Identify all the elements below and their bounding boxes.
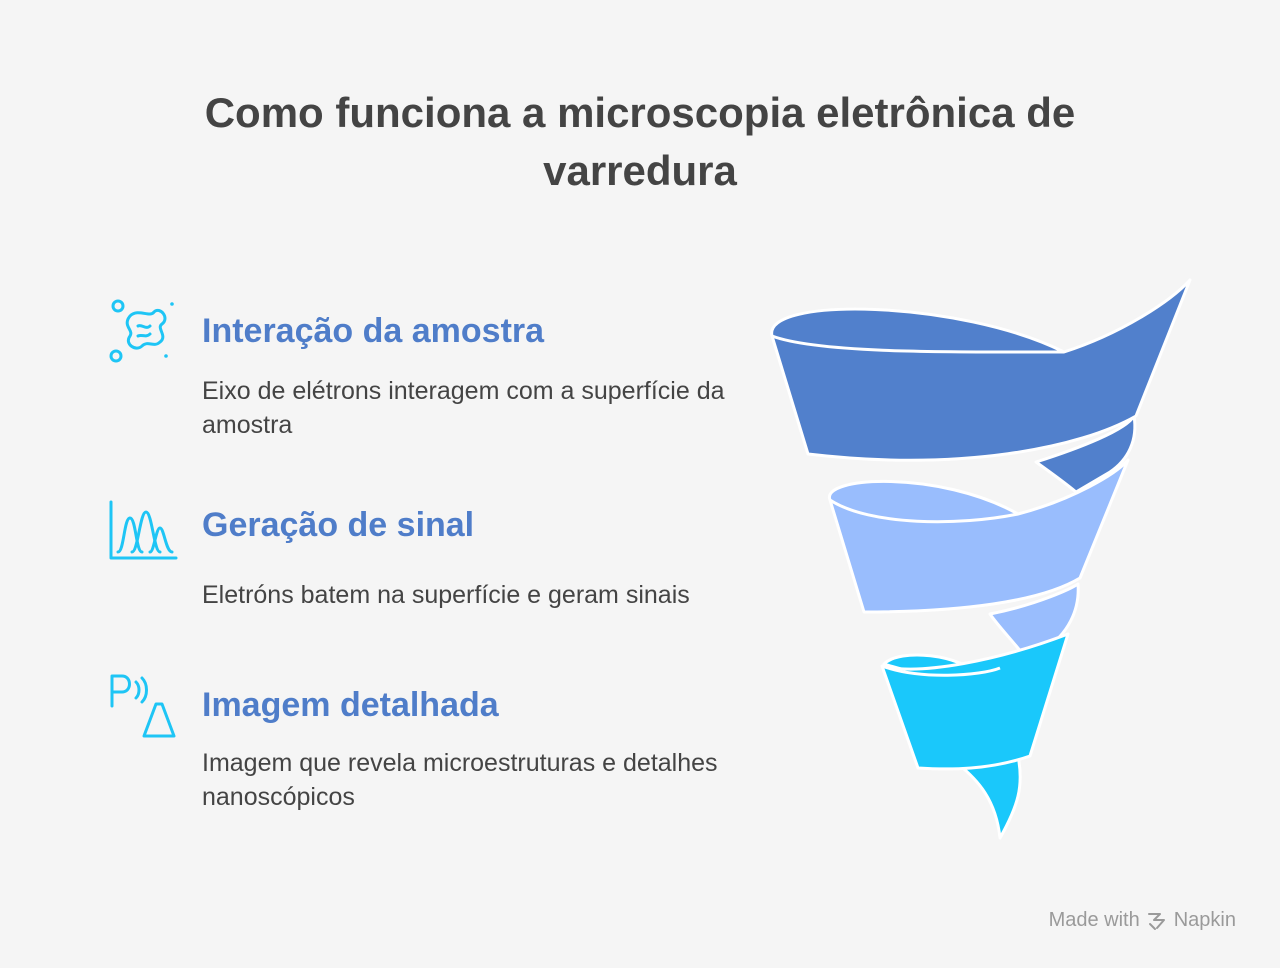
napkin-brand-label[interactable]: Napkin — [1173, 909, 1236, 931]
step-title: Interação da amostra — [202, 312, 545, 350]
funnel-band-top-back — [1034, 414, 1137, 494]
step-title: Imagem detalhada — [202, 686, 499, 724]
footer-credit: Made with Napkin — [1049, 909, 1236, 932]
funnel-band-middle — [828, 458, 1130, 614]
step-detailed-image: Imagem detalhada Imagem que revela micro… — [0, 668, 760, 828]
bacteria-icon — [109, 299, 174, 363]
step-sample-interaction: Interação da amostra Eixo de elétrons in… — [0, 290, 760, 450]
detector-beam-icon — [110, 674, 176, 738]
napkin-logo-icon — [1147, 912, 1165, 930]
funnel-band-top — [770, 278, 1192, 462]
step-description: Imagem que revela microestruturas e deta… — [202, 749, 718, 811]
funnel-spiral — [770, 278, 1192, 840]
page-title: Como funciona a microscopia eletrônica d… — [204, 89, 1076, 194]
funnel-band-bottom — [880, 632, 1070, 771]
step-description: Eixo de elétrons interagem com a superfí… — [202, 377, 725, 439]
signal-peaks-icon — [109, 500, 178, 560]
step-description: Eletróns batem na superfície e geram sin… — [202, 581, 690, 609]
made-with-label: Made with — [1048, 909, 1140, 931]
step-title: Geração de sinal — [202, 506, 475, 544]
step-signal-generation: Geração de sinal Eletróns batem na super… — [0, 490, 760, 620]
